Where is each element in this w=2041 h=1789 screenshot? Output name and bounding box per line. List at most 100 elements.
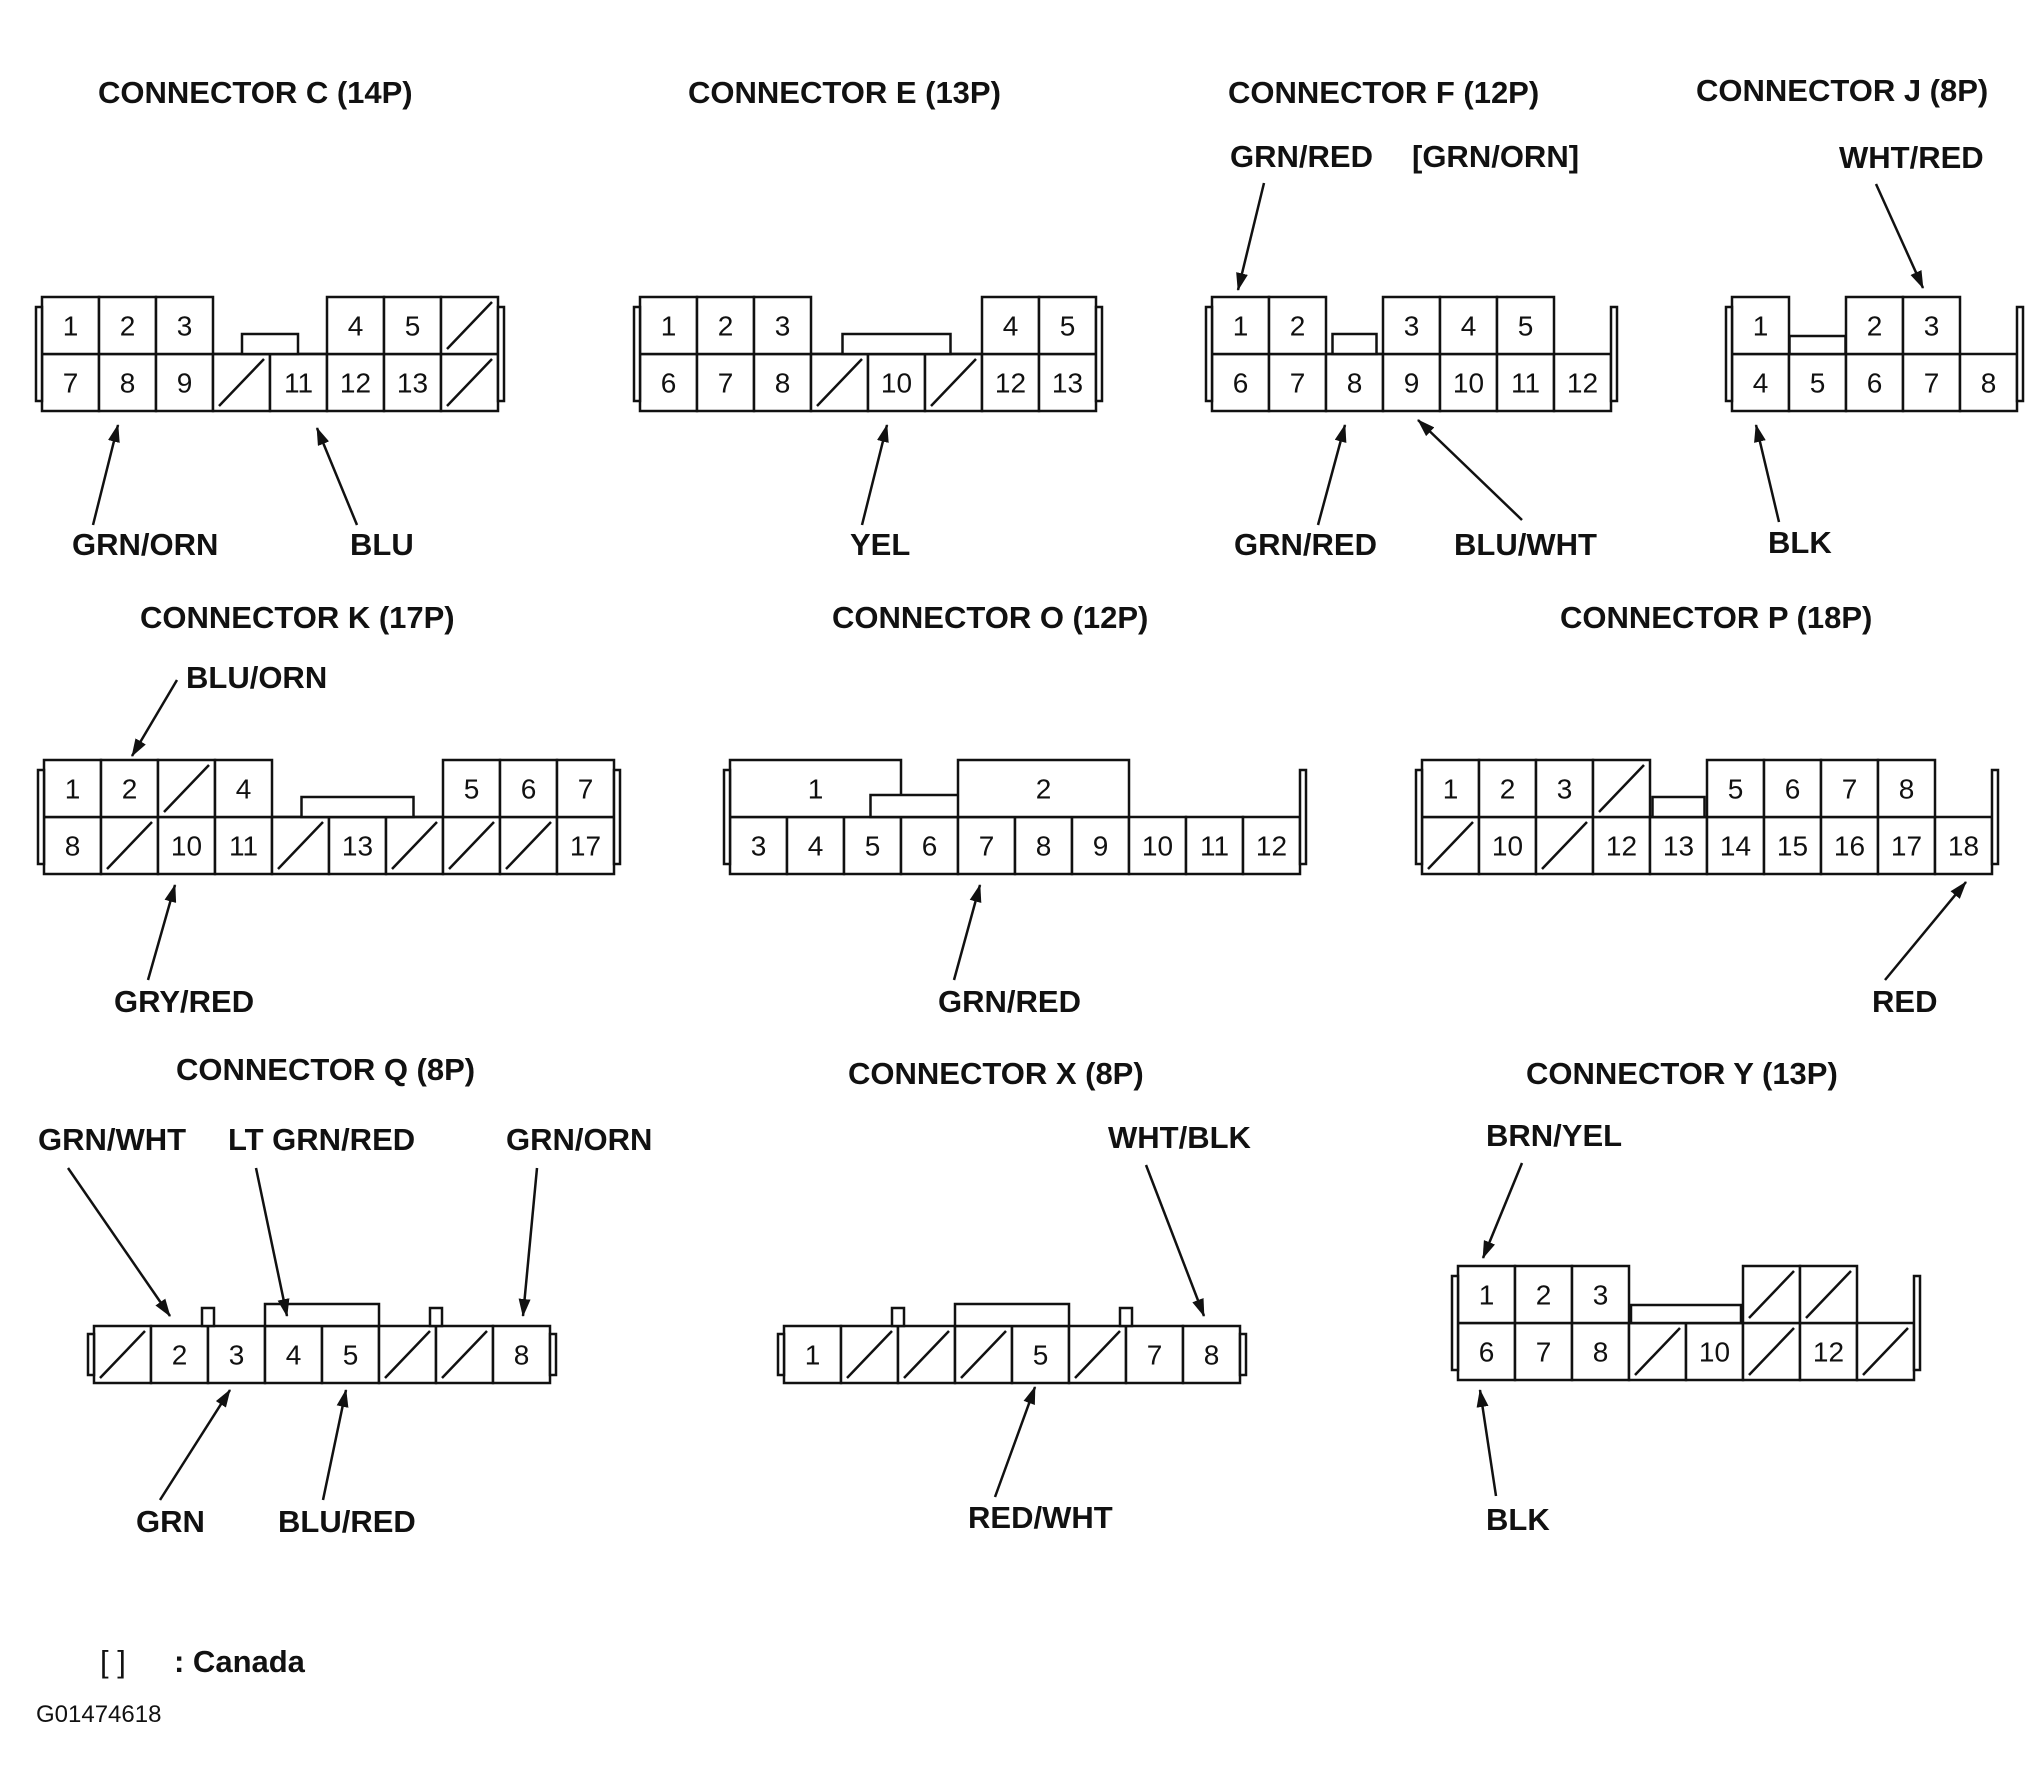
pin-cell [1477, 758, 1538, 819]
pin-cell [42, 815, 103, 876]
pin-number: 8 [775, 368, 791, 399]
leader-arrow [1476, 1389, 1498, 1497]
wire-label-e-yel: YEL [850, 527, 910, 562]
wire-label-j-blk: BLK [1768, 525, 1832, 560]
wire-label-y-brn-yel: BRN/YEL [1486, 1118, 1622, 1153]
wire-label-c-grn-orn: GRN/ORN [72, 527, 218, 562]
wire-label-q-lt-grn-red: LT GRN/RED [228, 1122, 415, 1157]
wire-label-o-grn-red: GRN/RED [938, 984, 1081, 1019]
leader-arrow [66, 1167, 172, 1317]
connector-c-title: CONNECTOR C (14P) [98, 75, 413, 110]
pin-number: 7 [63, 368, 79, 399]
empty-cavity-slash [99, 1330, 146, 1379]
pin-number: 8 [1036, 831, 1052, 862]
connector-o-title: CONNECTOR O (12P) [832, 600, 1148, 635]
side-lug [1094, 305, 1104, 403]
pin-cell [327, 815, 388, 876]
empty-cavity-slash [1805, 1270, 1852, 1319]
side-lug [36, 768, 46, 866]
wire-label-f-grn-red-bottom: GRN/RED [1234, 527, 1377, 562]
pin-number: 13 [397, 368, 428, 399]
pin-cell [498, 758, 559, 819]
pin-number: 5 [464, 774, 480, 805]
pin-number: 7 [1290, 368, 1306, 399]
leader-arrow [952, 884, 982, 981]
side-lug [612, 768, 622, 866]
pin-number: 12 [1256, 831, 1287, 862]
connector-x-title: CONNECTOR X (8P) [848, 1056, 1144, 1091]
pin-cell [1552, 352, 1613, 413]
empty-cavity-slash [1862, 1327, 1909, 1376]
pin-cell [97, 295, 158, 356]
pin-number: 1 [65, 774, 81, 805]
leader-arrow [130, 679, 179, 757]
pin-number: 9 [1404, 368, 1420, 399]
leader-arrow [158, 1389, 232, 1501]
latch-tab [1788, 334, 1847, 356]
empty-cavity-slash [391, 821, 438, 870]
wire-label-f-canada-note: [GRN/ORN] [1412, 139, 1579, 174]
pin-cell [1819, 758, 1880, 819]
leader-arrow [518, 1167, 539, 1317]
pin-number: 6 [1479, 1337, 1495, 1368]
pin-cell [1570, 1264, 1631, 1325]
empty-cavity-slash [1598, 764, 1645, 813]
wire-label-x-wht-blk: WHT/BLK [1108, 1120, 1252, 1155]
pin-number: 5 [1033, 1340, 1049, 1371]
pin-cell [1762, 758, 1823, 819]
leader-arrow [993, 1386, 1037, 1498]
pin-cell [980, 295, 1041, 356]
pin-cell [1730, 295, 1791, 356]
pin-number: 3 [1404, 311, 1420, 342]
wire-label-j-wht-red: WHT/RED [1839, 140, 1984, 175]
pin-cell [491, 1324, 552, 1385]
pin-cell [728, 815, 789, 876]
pin-number: 5 [1728, 774, 1744, 805]
pin-cell [99, 758, 160, 819]
pin-number: 8 [120, 368, 136, 399]
pin-number: 10 [1453, 368, 1484, 399]
side-lug [548, 1332, 558, 1377]
pin-number: 2 [1290, 311, 1306, 342]
pin-number: 3 [1557, 774, 1573, 805]
pin-number: 10 [881, 368, 912, 399]
pin-number: 17 [1891, 831, 1922, 862]
pin-number: 8 [1204, 1340, 1220, 1371]
latch-tab [263, 1302, 381, 1328]
connector-q-title: CONNECTOR Q (8P) [176, 1052, 475, 1087]
wire-label-f-blu-wht: BLU/WHT [1454, 527, 1597, 562]
pin-number: 4 [1753, 368, 1769, 399]
pin-number: 1 [63, 311, 79, 342]
empty-cavity-slash [277, 821, 324, 870]
pin-number: 5 [1810, 368, 1826, 399]
empty-cavity-slash [960, 1330, 1007, 1379]
pin-cell [1324, 352, 1385, 413]
leader-arrow [1236, 182, 1266, 291]
pin-number: 16 [1834, 831, 1865, 862]
side-lug [632, 305, 642, 403]
empty-cavity-slash [384, 1330, 431, 1379]
pin-number: 1 [1233, 311, 1249, 342]
pin-number: 8 [514, 1340, 530, 1371]
pin-number: 1 [1479, 1280, 1495, 1311]
leader-arrow [1316, 424, 1347, 526]
pin-number: 6 [922, 831, 938, 862]
pin-number: 10 [1492, 831, 1523, 862]
pin-number: 5 [343, 1340, 359, 1371]
pin-number: 5 [405, 311, 421, 342]
pin-cell [149, 1324, 210, 1385]
pin-cell [1958, 352, 2019, 413]
pin-number: 3 [177, 311, 193, 342]
pin-number: 17 [570, 831, 601, 862]
leader-arrow [321, 1389, 349, 1501]
pin-number: 11 [1511, 368, 1540, 399]
pin-number: 7 [718, 368, 734, 399]
leader-arrow [254, 1167, 290, 1317]
leader-arrow [1144, 1164, 1206, 1317]
legend-canada-text: : Canada [174, 1644, 306, 1679]
pin-cell [1513, 1321, 1574, 1382]
